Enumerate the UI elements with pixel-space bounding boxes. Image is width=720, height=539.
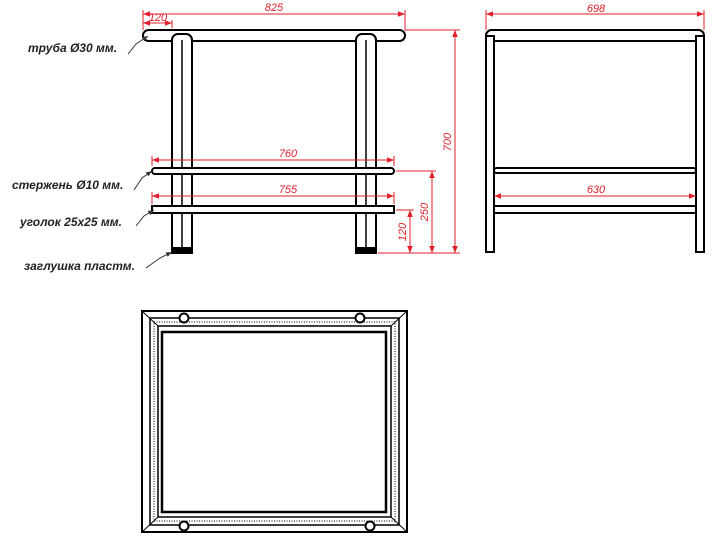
label-angle: уголок 25х25 мм. — [19, 215, 122, 229]
top-angle-outer — [149, 317, 400, 526]
side-left-leg — [485, 35, 495, 253]
dim-120-overhang: 120 — [149, 12, 168, 24]
label-pipe: труба Ø30 мм. — [28, 41, 117, 55]
label-rod: стержень Ø10 мм. — [12, 178, 123, 192]
top-leg-circle-tl — [178, 312, 190, 324]
dim-700: 700 — [442, 132, 454, 151]
dim-760: 760 — [279, 148, 298, 160]
top-view — [141, 310, 408, 533]
dim-698: 698 — [587, 3, 606, 15]
label-cap: заглушка пластм. — [24, 259, 135, 273]
top-outer-frame — [141, 310, 408, 533]
front-dimension-texts: 825 120 760 755 700 250 120 — [149, 2, 454, 241]
side-top-tube — [485, 29, 705, 42]
top-panel — [160, 330, 388, 514]
side-angle — [493, 205, 697, 214]
top-leg-circle-br — [364, 520, 376, 532]
dim-120-angle: 120 — [397, 222, 409, 241]
side-rod — [493, 167, 697, 174]
top-angle-inner — [157, 325, 392, 518]
top-angle-mid — [153, 321, 396, 522]
front-angle — [151, 205, 395, 214]
front-dimensions — [142, 10, 460, 254]
front-cap-left — [171, 247, 193, 254]
dim-755: 755 — [279, 184, 298, 196]
dim-250: 250 — [419, 202, 431, 222]
top-leg-circle-tr — [354, 312, 366, 324]
side-right-leg — [695, 35, 705, 253]
front-rod — [151, 167, 395, 175]
front-cap-right — [355, 247, 377, 254]
dim-630: 630 — [587, 184, 606, 196]
part-labels: труба Ø30 мм. стержень Ø10 мм. уголок 25… — [12, 41, 135, 273]
leader-lines — [127, 35, 173, 269]
front-top-tube — [142, 29, 406, 42]
side-view — [485, 29, 705, 253]
side-dimensions — [485, 10, 705, 199]
top-leg-circle-bl — [178, 520, 190, 532]
front-view — [142, 29, 406, 254]
dim-825: 825 — [265, 2, 284, 14]
